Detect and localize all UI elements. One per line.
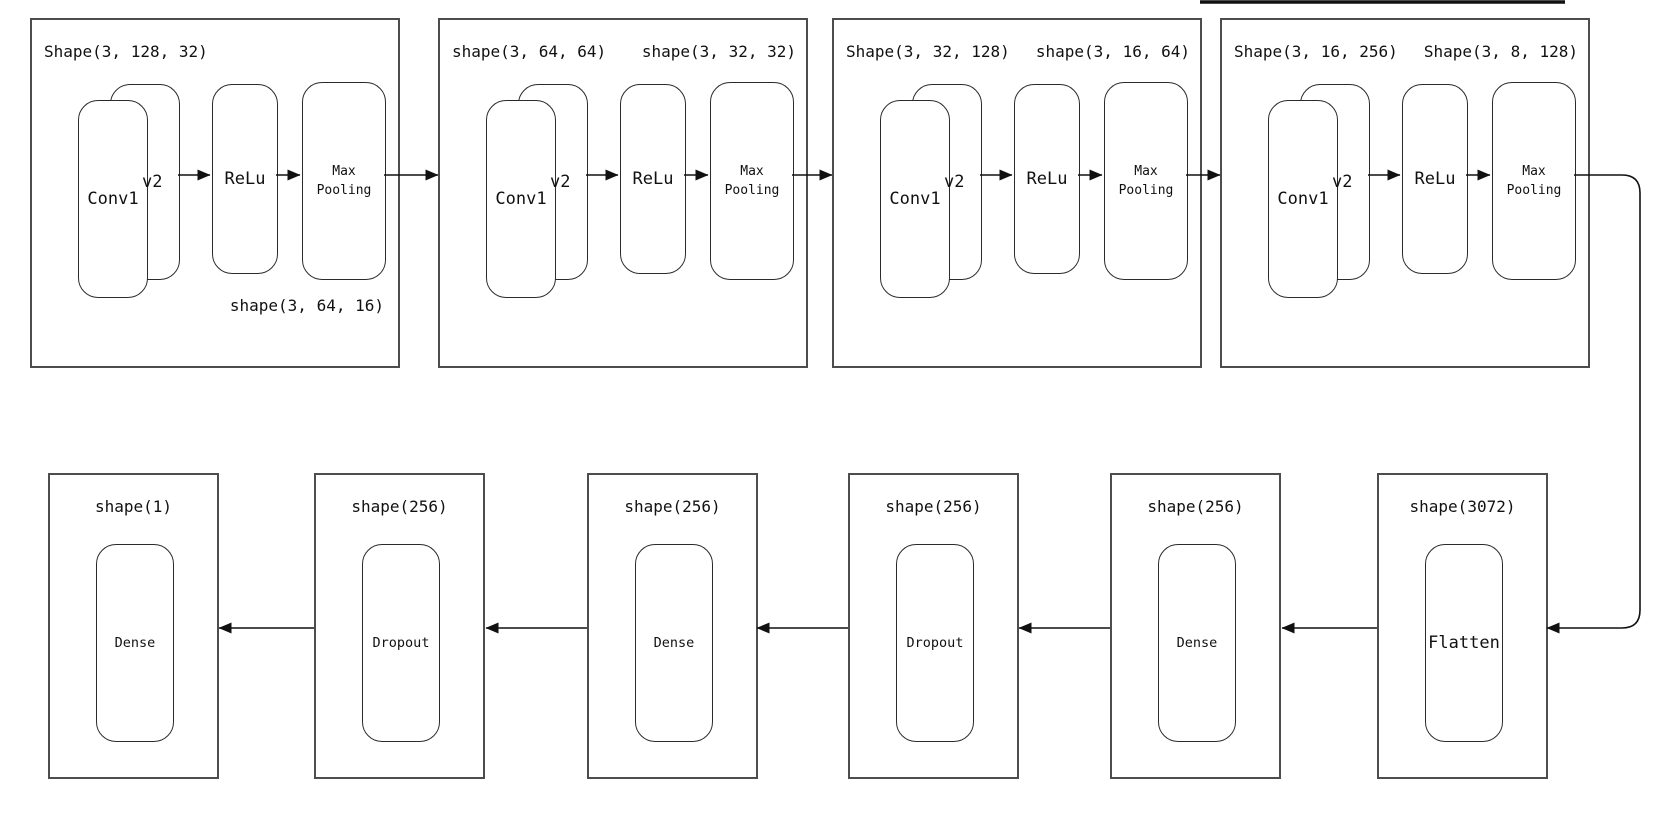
conv-layer: Conv1 [486,100,556,298]
conv-layer: Conv1 [78,100,148,298]
dense-label: Dense [653,635,695,651]
relu-label: ReLu [224,169,266,189]
shape-label: shape(256) [351,497,448,516]
maxpool-label-line1: Max [1134,164,1158,179]
dropout-layer: Dropout [896,544,974,742]
dense-label: Dense [114,635,156,651]
maxpool-label-line2: Pooling [316,183,372,198]
dropout-label: Dropout [906,635,964,651]
dense-block-1: shape(256) Dense [1110,473,1281,779]
shape-label: shape(256) [1147,497,1244,516]
shape-label-output: Shape(3, 8, 128) [1423,42,1578,61]
shape-label-input: shape(3, 64, 64) [452,42,607,61]
maxpool-label-line2: Pooling [724,183,780,198]
dense-layer: Dense [1158,544,1236,742]
shape-label-output: shape(3, 32, 32) [641,42,796,61]
dense-block-output: shape(1) Dense [48,473,219,779]
maxpool-label-line1: Max [332,164,356,179]
conv-block-1: Shape(3, 128, 32) shape(3, 64, 16) v2 Co… [30,18,400,368]
relu-layer: ReLu [212,84,278,274]
conv-back-label: v2 [944,172,965,192]
shape-label: shape(256) [885,497,982,516]
dropout-label: Dropout [372,635,430,651]
conv-back-label: v2 [550,172,571,192]
shape-label: shape(3072) [1409,497,1516,516]
conv-back-label: v2 [142,172,163,192]
relu-layer: ReLu [1014,84,1080,274]
maxpool-label-line2: Pooling [1506,183,1562,198]
maxpool-label-line2: Pooling [1118,183,1174,198]
conv-block-4: Shape(3, 16, 256) Shape(3, 8, 128) v2 Co… [1220,18,1590,368]
dropout-layer: Dropout [362,544,440,742]
maxpool-layer: Max Pooling [710,82,794,280]
shape-label: shape(256) [624,497,721,516]
dense-layer: Dense [635,544,713,742]
conv-block-3: Shape(3, 32, 128) shape(3, 16, 64) v2 Co… [832,18,1202,368]
dense-label: Dense [1176,635,1218,651]
conv-label: Conv1 [495,189,547,209]
conv-layer: Conv1 [880,100,950,298]
maxpool-layer: Max Pooling [1104,82,1188,280]
dense-block-2: shape(256) Dense [587,473,758,779]
maxpool-label-line1: Max [740,164,764,179]
shape-label-input: Shape(3, 32, 128) [846,42,1010,61]
relu-label: ReLu [1026,169,1068,189]
relu-layer: ReLu [1402,84,1468,274]
shape-label-output: shape(3, 16, 64) [1035,42,1190,61]
relu-layer: ReLu [620,84,686,274]
maxpool-layer: Max Pooling [302,82,386,280]
flatten-layer: Flatten [1425,544,1503,742]
maxpool-label-line1: Max [1522,164,1546,179]
dense-layer: Dense [96,544,174,742]
maxpool-layer: Max Pooling [1492,82,1576,280]
conv-label: Conv1 [87,189,139,209]
shape-label: shape(1) [94,497,173,516]
flatten-block: shape(3072) Flatten [1377,473,1548,779]
dropout-block-2: shape(256) Dropout [314,473,485,779]
conv-label: Conv1 [1277,189,1329,209]
shape-label-input: Shape(3, 128, 32) [44,42,208,61]
conv-label: Conv1 [889,189,941,209]
shape-label-output: shape(3, 64, 16) [229,296,384,315]
shape-label-input: Shape(3, 16, 256) [1234,42,1398,61]
conv-layer: Conv1 [1268,100,1338,298]
conv-back-label: v2 [1332,172,1353,192]
dropout-block-1: shape(256) Dropout [848,473,1019,779]
relu-label: ReLu [1414,169,1456,189]
relu-label: ReLu [632,169,674,189]
flatten-label: Flatten [1428,633,1500,653]
conv-block-2: shape(3, 64, 64) shape(3, 32, 32) v2 Con… [438,18,808,368]
